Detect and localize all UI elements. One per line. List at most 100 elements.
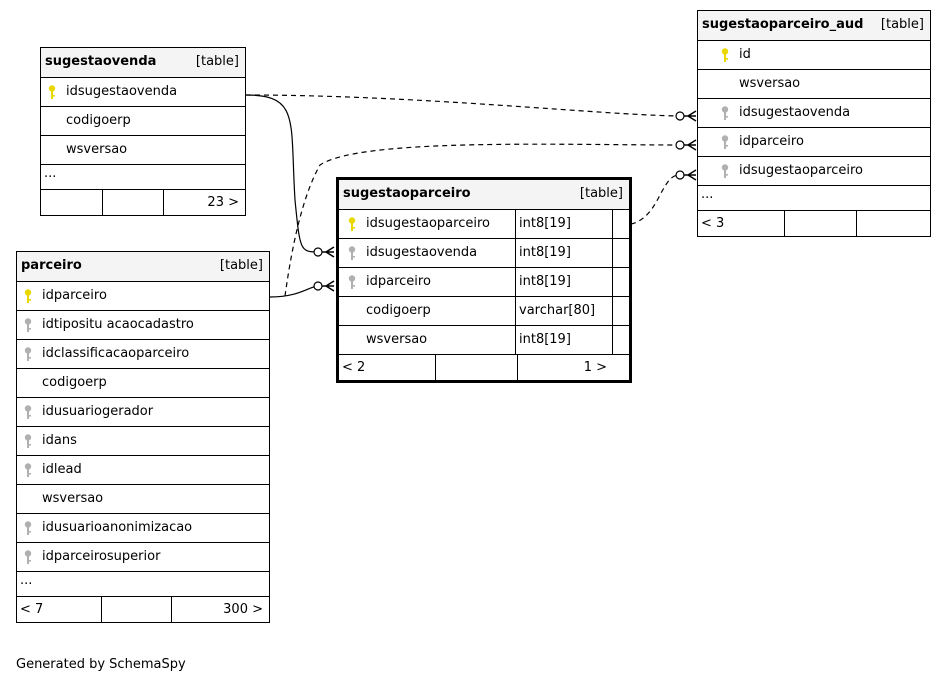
- footer-spacer: [435, 355, 517, 380]
- column-name: idlead: [42, 462, 82, 477]
- foreign-key-icon: [24, 463, 32, 477]
- column-name: idtipositu acaocadastro: [42, 317, 194, 332]
- table-name[interactable]: sugestaoparceiro_aud: [702, 17, 864, 32]
- footer-spacer: [101, 597, 171, 622]
- column-row[interactable]: idparceiro: [17, 282, 269, 311]
- column-name: idparceiro: [739, 134, 804, 149]
- table-type: [table]: [579, 186, 623, 201]
- column-row[interactable]: idparceiro: [698, 128, 930, 157]
- optional-marker: [313, 247, 323, 257]
- many-marker: [684, 169, 697, 181]
- column-name: idsugestaovenda: [739, 105, 851, 120]
- many-marker: [322, 280, 335, 292]
- optional-marker: [675, 170, 685, 180]
- table-sugestaoparceiro-aud[interactable]: sugestaoparceiro_aud [table] id wsversao ids…: [697, 10, 931, 237]
- column-name: wsversao: [739, 76, 801, 91]
- table-footer: < 3: [698, 211, 930, 236]
- table-name[interactable]: parceiro: [21, 258, 82, 273]
- column-row[interactable]: idsugestaoparceiro: [698, 157, 930, 186]
- column-type: int8[19]: [515, 268, 613, 296]
- parent-count[interactable]: [41, 190, 102, 215]
- table-header: parceiro[table]: [17, 252, 269, 282]
- more-columns-ellipsis[interactable]: ...: [41, 165, 245, 190]
- primary-key-icon: [348, 217, 356, 231]
- table-sugestaoparceiro[interactable]: sugestaoparceiro [table] idsugestaoparceir…: [336, 177, 632, 383]
- foreign-key-icon: [721, 106, 729, 120]
- foreign-key-icon: [24, 521, 32, 535]
- table-footer: 23 >: [41, 190, 245, 215]
- many-marker: [684, 110, 697, 122]
- more-columns-ellipsis[interactable]: ...: [17, 572, 269, 597]
- table-name[interactable]: sugestaoparceiro: [343, 186, 471, 201]
- column-row[interactable]: idusuarioanonimizacao: [17, 514, 269, 543]
- child-count[interactable]: 23 >: [163, 190, 245, 215]
- primary-key-icon: [24, 289, 32, 303]
- table-header: sugestaoparceiro [table]: [339, 180, 629, 210]
- child-count[interactable]: [856, 211, 930, 236]
- primary-key-icon: [721, 48, 729, 62]
- column-name: idparceirosuperior: [42, 549, 161, 564]
- table-parceiro[interactable]: parceiro[table]idparceiro idtipositu acao…: [16, 251, 270, 623]
- child-count[interactable]: 1 >: [517, 355, 613, 380]
- child-count[interactable]: 300 >: [171, 597, 269, 622]
- column-name: idclassificacaoparceiro: [42, 346, 190, 361]
- table-sugestaovenda[interactable]: sugestaovenda [table] idsugestaovenda codig…: [40, 47, 246, 216]
- column-name: wsversao: [42, 491, 104, 506]
- foreign-key-icon: [721, 164, 729, 178]
- foreign-key-icon: [24, 405, 32, 419]
- column-row[interactable]: wsversao: [41, 136, 245, 165]
- table-footer: < 7 300 >: [17, 597, 269, 622]
- foreign-key-icon: [348, 275, 356, 289]
- column-row[interactable]: idsugestaovenda: [41, 78, 245, 107]
- foreign-key-icon: [24, 434, 32, 448]
- many-marker: [322, 246, 335, 258]
- column-type: int8[19]: [515, 210, 613, 238]
- column-name: wsversao: [366, 332, 428, 347]
- parent-count[interactable]: < 2: [342, 360, 366, 375]
- column-name: wsversao: [66, 142, 128, 157]
- column-row[interactable]: wsversao: [698, 70, 930, 99]
- more-columns-ellipsis[interactable]: ...: [698, 186, 930, 211]
- column-row[interactable]: idparceirosuperior: [17, 543, 269, 572]
- column-gutter: [612, 326, 629, 354]
- column-row[interactable]: idclassificacaoparceiro: [17, 340, 269, 369]
- column-name: codigoerp: [66, 113, 131, 128]
- column-row[interactable]: id: [698, 41, 930, 70]
- column-row[interactable]: codigoerp: [17, 369, 269, 398]
- relationship-line: [245, 94, 681, 117]
- column-type: int8[19]: [515, 239, 613, 267]
- generated-by-label: Generated by SchemaSpy: [16, 657, 186, 672]
- table-type: [table]: [880, 17, 924, 32]
- column-name: idsugestaoparceiro: [366, 216, 490, 231]
- column-gutter: [612, 239, 629, 267]
- footer-spacer: [102, 190, 163, 215]
- column-row[interactable]: idsugestaoparceiro int8[19]: [339, 210, 629, 239]
- column-name: idans: [42, 433, 77, 448]
- column-row[interactable]: idans: [17, 427, 269, 456]
- primary-key-icon: [48, 85, 56, 99]
- column-type: int8[19]: [515, 326, 613, 354]
- column-row[interactable]: wsversao int8[19]: [339, 326, 629, 355]
- column-name: idusuarioanonimizacao: [42, 520, 193, 535]
- column-row[interactable]: wsversao: [17, 485, 269, 514]
- parent-count[interactable]: < 7: [20, 602, 44, 617]
- column-row[interactable]: codigoerp: [41, 107, 245, 136]
- column-gutter: [612, 297, 629, 325]
- relationship-line: [269, 285, 319, 298]
- many-marker: [684, 139, 697, 151]
- table-name[interactable]: sugestaovenda: [45, 54, 157, 69]
- table-type: [table]: [195, 54, 239, 69]
- relationship-line: [245, 94, 319, 253]
- table-header: sugestaovenda [table]: [41, 48, 245, 78]
- column-row[interactable]: idsugestaovenda: [698, 99, 930, 128]
- column-row[interactable]: idtipositu acaocadastro: [17, 311, 269, 340]
- foreign-key-icon: [24, 318, 32, 332]
- column-row[interactable]: idlead: [17, 456, 269, 485]
- parent-count[interactable]: < 3: [701, 216, 725, 231]
- column-row[interactable]: idusuariogerador: [17, 398, 269, 427]
- foreign-key-icon: [721, 135, 729, 149]
